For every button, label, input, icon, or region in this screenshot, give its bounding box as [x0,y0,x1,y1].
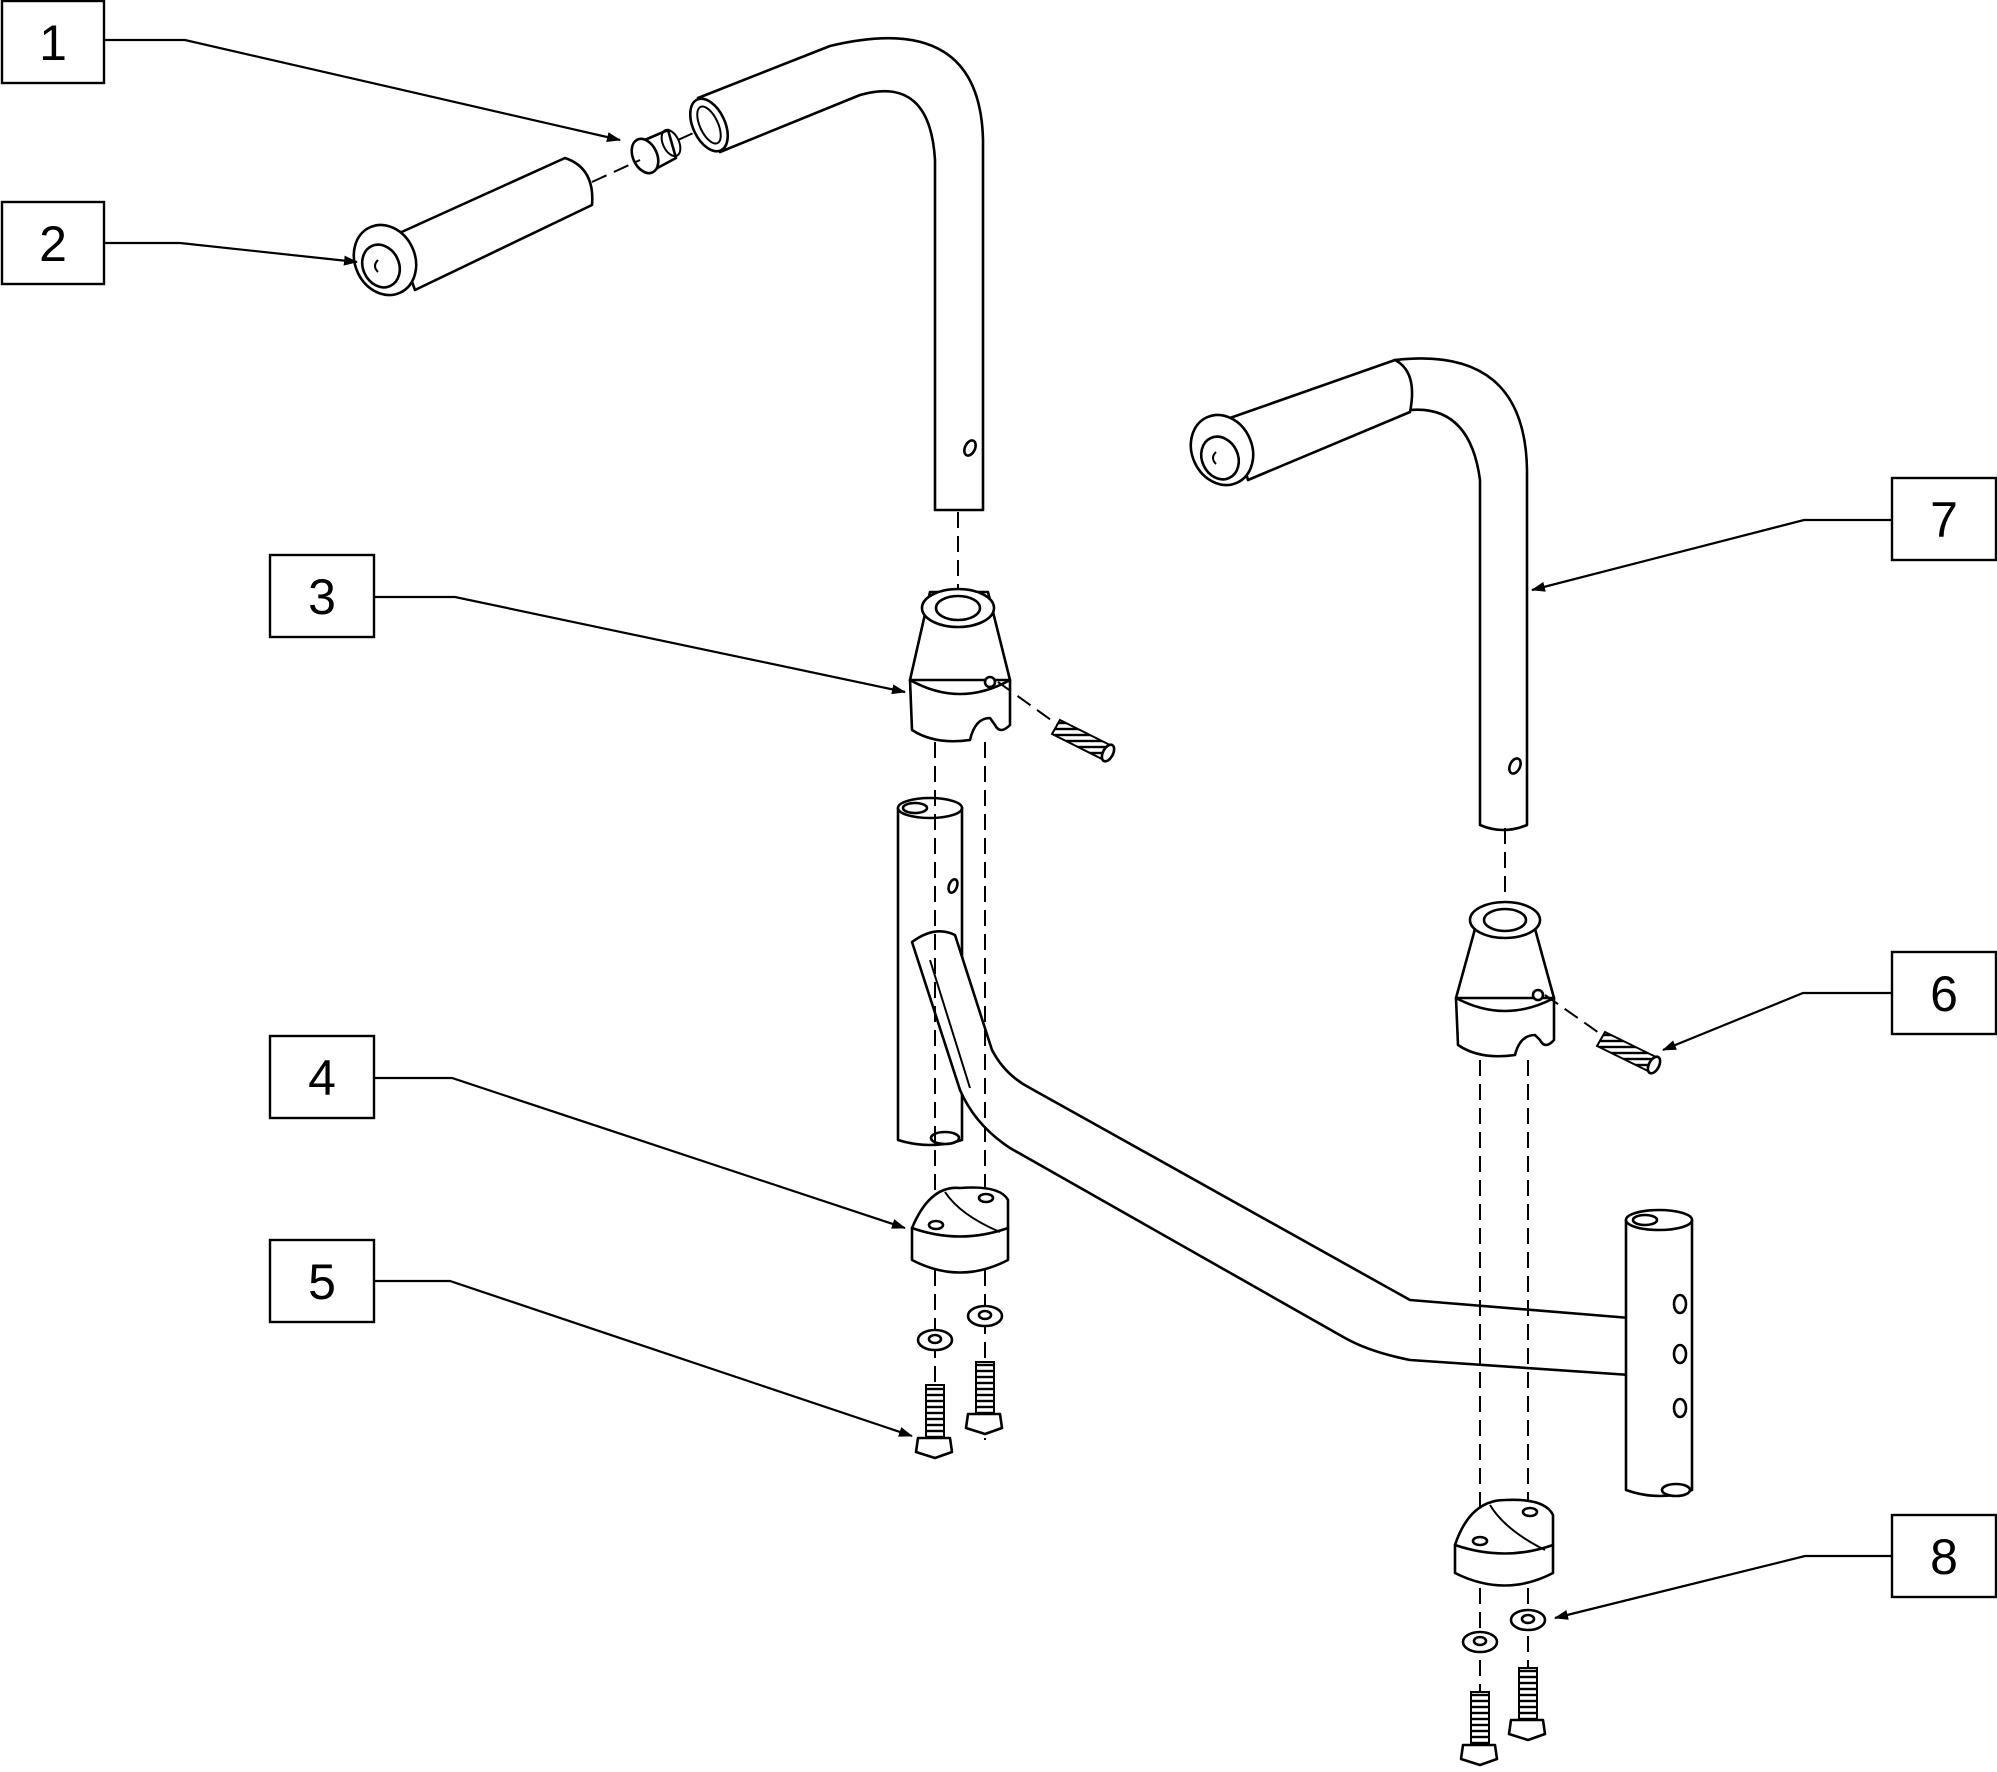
callout-7: 7 [1890,476,1997,562]
callout-5: 5 [268,1238,376,1324]
callout-3: 3 [268,553,376,639]
right-washer-a [1461,1630,1499,1654]
callout-1: 1 [0,0,106,85]
callout-2: 2 [0,200,106,286]
right-upper-clamp [1454,900,1556,1058]
svg-text:8: 8 [1930,1529,1958,1585]
leader-1 [104,38,621,142]
svg-text:5: 5 [308,1254,336,1310]
right-bolt-a [1459,1691,1499,1767]
svg-text:3: 3 [308,569,336,625]
right-lower-clamp [1453,1498,1555,1587]
svg-text:4: 4 [308,1050,336,1106]
svg-text:7: 7 [1930,492,1958,548]
end-plug [630,128,682,175]
callout-4: 4 [268,1034,376,1120]
callout-6: 6 [1890,950,1997,1036]
leader-4 [374,1076,906,1230]
left-bolt-b [964,1361,1004,1436]
left-washer-b [966,1304,1004,1328]
left-handle-tube [688,37,985,512]
leader-2 [104,241,358,266]
right-handle-grip [1189,358,1414,487]
left-washer-a [916,1328,954,1352]
left-bolt-a [914,1384,954,1460]
svg-text:2: 2 [39,216,67,272]
leader-3 [374,595,906,695]
left-lower-clamp [910,1186,1010,1274]
svg-text:6: 6 [1930,966,1958,1022]
callout-8: 8 [1890,1513,1997,1599]
leader-5 [374,1279,913,1438]
leader-6 [1662,991,1892,1052]
right-washer-b [1509,1608,1547,1632]
right-set-screw [1595,1030,1662,1075]
right-lower-post [1624,1208,1694,1498]
left-set-screw [1050,718,1116,763]
left-handle-grip [352,156,594,297]
svg-text:1: 1 [39,15,67,71]
right-handle-tube [1393,357,1529,832]
left-upper-clamp [908,587,1012,743]
leader-7 [1531,518,1892,592]
leader-8 [1554,1554,1892,1620]
right-bolt-b [1507,1667,1547,1742]
